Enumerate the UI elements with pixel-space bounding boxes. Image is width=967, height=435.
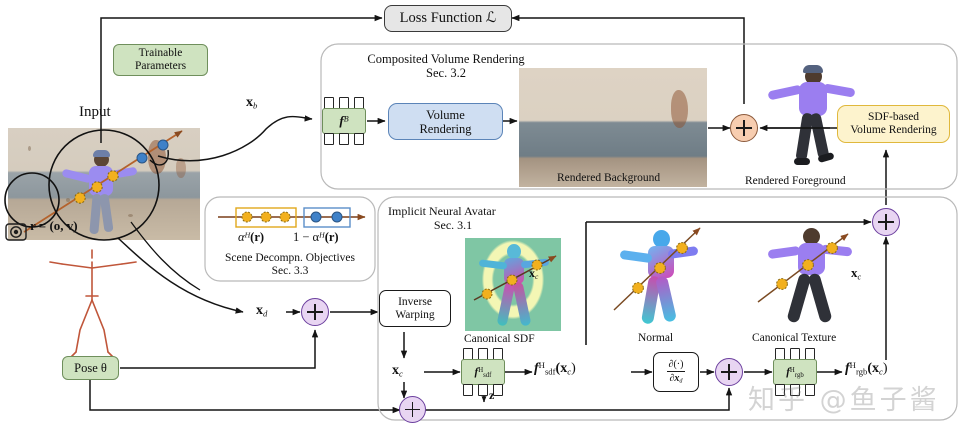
x-b-label: xb	[246, 95, 258, 111]
rendered-background-caption: Rendered Background	[557, 172, 661, 184]
sdf-based-line2: Volume Rendering	[850, 124, 937, 136]
normal-caption: Normal	[638, 332, 674, 344]
rendered-foreground-caption: Rendered Foreground	[745, 175, 846, 187]
sdf-mlp[interactable]: fHsdf	[461, 348, 505, 396]
rgb-output-label: fHrgb(xc)	[845, 360, 888, 377]
derivative-denominator: ∂xd	[669, 372, 683, 385]
mlp-bottom-nodes	[324, 133, 364, 145]
rgb-mlp-core: fHrgb	[773, 359, 817, 385]
pose-deform-plus-node[interactable]	[301, 298, 329, 326]
inverse-warping-box[interactable]: Inverse Warping	[379, 290, 451, 327]
composited-title-line2: Sec. 3.2	[426, 66, 466, 81]
sdf-mlp-bottom-nodes	[463, 384, 503, 396]
trainable-parameters-line1: Trainable	[138, 47, 183, 60]
scene-decomp-title: Scene Decompn. Objectives Sec. 3.3	[210, 252, 370, 278]
mlp-core: fB	[322, 108, 366, 134]
scene-decomp-title-line1: Scene Decompn. Objectives	[225, 252, 355, 264]
trainable-parameters-line2: Parameters	[134, 60, 187, 72]
mlp-fb-label: fB	[339, 113, 349, 128]
ray-equation-label: r = (o, v)	[30, 218, 78, 233]
x-c-label: xc	[392, 363, 403, 379]
sdf-mlp-label: fHsdf	[474, 365, 492, 379]
inverse-warping-line1: Inverse	[398, 295, 432, 308]
alpha-background-label: 1 − αH(r)	[293, 230, 339, 244]
background-mlp-fb[interactable]: fB	[322, 97, 366, 145]
canonical-texture-image	[756, 222, 862, 330]
normal-pose-plus-node[interactable]	[715, 358, 743, 386]
x-c-texture-label: xc	[851, 265, 862, 282]
derivative-box[interactable]: ∂(·) ∂xd	[653, 352, 699, 392]
input-label: Input	[79, 104, 111, 120]
x-d-label: xd	[256, 303, 268, 319]
canonical-sdf-image	[465, 238, 561, 331]
volume-rendering-line2: Rendering	[419, 121, 472, 136]
sdf-output-label: fHsdf(xc)	[534, 360, 576, 377]
avatar-title-line1: Implicit Neural Avatar	[388, 204, 496, 218]
inverse-warping-line2: Warping	[395, 308, 435, 321]
loss-function-box[interactable]: Loss Function ℒ	[384, 5, 512, 32]
canonical-sdf-caption: Canonical SDF	[464, 333, 535, 345]
sdf-mlp-core: fHsdf	[461, 359, 505, 385]
avatar-output-plus-node[interactable]	[872, 208, 900, 236]
trainable-parameters-box[interactable]: Trainable Parameters	[113, 44, 208, 76]
scene-decomp-title-line2: Sec. 3.3	[271, 265, 309, 278]
rendered-background-image	[519, 68, 707, 187]
canonical-texture-caption: Canonical Texture	[752, 332, 837, 344]
latent-concat-plus-node[interactable]	[399, 396, 426, 423]
x-c-sdf-label: xc	[529, 266, 539, 282]
pose-theta-label: Pose θ	[74, 361, 107, 375]
composite-plus-node[interactable]	[730, 114, 758, 142]
normal-image	[608, 222, 712, 330]
rgb-mlp[interactable]: fHrgb	[773, 348, 817, 396]
avatar-panel-title: Implicit Neural Avatar Sec. 3.1	[388, 204, 538, 232]
alpha-foreground-label: αH(r)	[238, 230, 265, 244]
sdf-based-line1: SDF-based	[867, 111, 920, 124]
volume-rendering-line1: Volume	[426, 107, 465, 122]
sdf-based-volume-rendering-box[interactable]: SDF-based Volume Rendering	[837, 105, 950, 143]
rgb-mlp-label: fHrgb	[786, 365, 804, 379]
pose-theta-box[interactable]: Pose θ	[62, 356, 119, 380]
composited-panel-title: Composited Volume Rendering Sec. 3.2	[331, 52, 561, 81]
composited-title-line1: Composited Volume Rendering	[367, 52, 525, 66]
rgb-mlp-bottom-nodes	[775, 384, 815, 396]
watermark: 知乎 @鱼子酱	[748, 385, 940, 416]
volume-rendering-box[interactable]: Volume Rendering	[388, 103, 503, 140]
latent-z-label: z	[489, 388, 495, 402]
avatar-title-line2: Sec. 3.1	[433, 217, 473, 232]
loss-function-label: Loss Function ℒ	[399, 10, 497, 27]
derivative-numerator: ∂(·)	[666, 359, 686, 372]
